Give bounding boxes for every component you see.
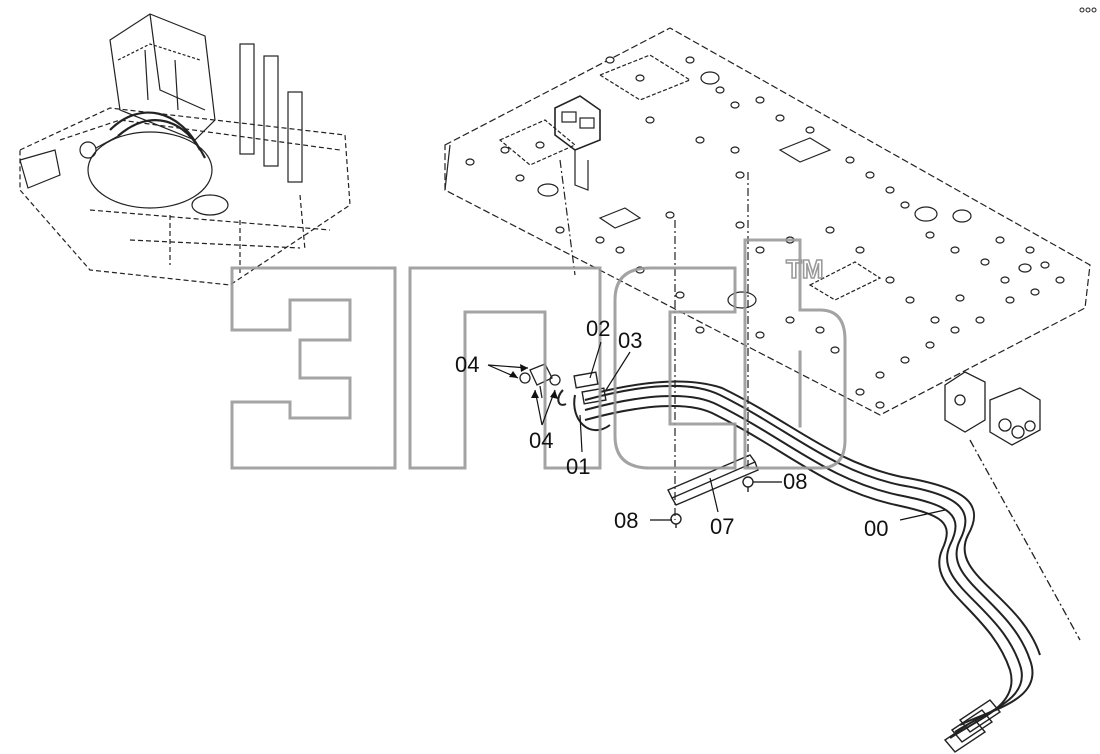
- plate-bolt: [500, 146, 510, 154]
- callout-08-left: 08: [614, 508, 638, 533]
- plate-bolt: [995, 236, 1005, 244]
- plate-bolt: [635, 74, 645, 82]
- plate-bolt: [615, 246, 625, 254]
- leader-lines: [487, 341, 946, 521]
- plate-bolt: [900, 201, 910, 209]
- callout-02: 02: [586, 316, 610, 341]
- plate-bolt: [715, 86, 725, 94]
- plate-bolt: [950, 246, 960, 254]
- plate-bolt: [885, 186, 895, 194]
- hose-assembly: [557, 371, 1041, 753]
- plate-bolt: [645, 116, 655, 124]
- watermark-letter-1: [230, 266, 397, 470]
- floor-plate: [444, 27, 1091, 520]
- callout-01: 01: [566, 454, 590, 479]
- plate-bolt: [1000, 276, 1010, 284]
- plate-bolt: [515, 174, 525, 182]
- plate-bolt: [885, 276, 895, 284]
- pilot-valve-bracket: [944, 371, 1081, 641]
- plate-bolt: [845, 156, 855, 164]
- plate-bolt: [735, 221, 745, 229]
- callout-07: 07: [710, 514, 734, 539]
- plate-bolt: [925, 231, 935, 239]
- plate-bolt: [730, 146, 740, 154]
- watermark-letter-2: [408, 266, 602, 470]
- plate-bolt: [785, 316, 795, 324]
- plate-bolt: [825, 226, 835, 234]
- plate-bolt: [685, 56, 695, 64]
- plate-bolt: [1055, 276, 1065, 284]
- plate-bolt: [755, 96, 765, 104]
- plate-bolt: [950, 326, 960, 334]
- plate-bolt: [1025, 246, 1035, 254]
- plate-bolt: [855, 388, 865, 396]
- plate-bolt: [695, 136, 705, 144]
- excavator-overview: [19, 13, 351, 286]
- callout-04-lower: 04: [529, 428, 553, 453]
- plate-bolt: [695, 326, 705, 334]
- leader-arrows: [509, 364, 558, 399]
- plate-bolt: [855, 246, 865, 254]
- watermark: [230, 238, 847, 470]
- plate-bolt: [535, 141, 545, 149]
- callout-08-right: 08: [783, 469, 807, 494]
- plate-bolt: [605, 56, 615, 64]
- watermark-trademark: TM: [786, 254, 824, 284]
- plate-bolt: [775, 114, 785, 122]
- plate-bolt: [980, 258, 990, 266]
- plate-bolt: [830, 346, 840, 354]
- plate-bolt: [905, 296, 915, 304]
- plate-bolt: [1030, 288, 1040, 296]
- plate-bolt: [735, 171, 745, 179]
- plate-bolt: [665, 211, 675, 219]
- plate-bolt: [1005, 296, 1015, 304]
- plate-bolt: [900, 356, 910, 364]
- plate-bolt: [755, 246, 765, 254]
- plate-bolt: [930, 316, 940, 324]
- plate-bolt: [595, 236, 605, 244]
- callout-04-upper: 04: [455, 352, 479, 377]
- plate-bolt: [955, 294, 965, 302]
- plate-bolt: [465, 158, 475, 166]
- plate-bolt: [805, 126, 815, 134]
- callout-03: 03: [618, 328, 642, 353]
- plate-bolt: [815, 326, 825, 334]
- plate-bolt: [675, 291, 685, 299]
- plate-bolts: [465, 56, 1065, 409]
- watermark-letter-3: [613, 266, 737, 470]
- callout-00: 00: [864, 516, 888, 541]
- plate-bolt: [975, 316, 985, 324]
- plate-bolt: [1040, 261, 1050, 269]
- adapter-fittings: [519, 363, 561, 399]
- plate-bolt: [730, 101, 740, 109]
- plate-bolt: [925, 341, 935, 349]
- corner-mark: [1079, 7, 1097, 13]
- plate-bolt: [755, 331, 765, 339]
- plate-bolt: [865, 171, 875, 179]
- plate-bolt: [875, 401, 885, 409]
- plate-bolt: [875, 371, 885, 379]
- plate-bolt: [555, 226, 565, 234]
